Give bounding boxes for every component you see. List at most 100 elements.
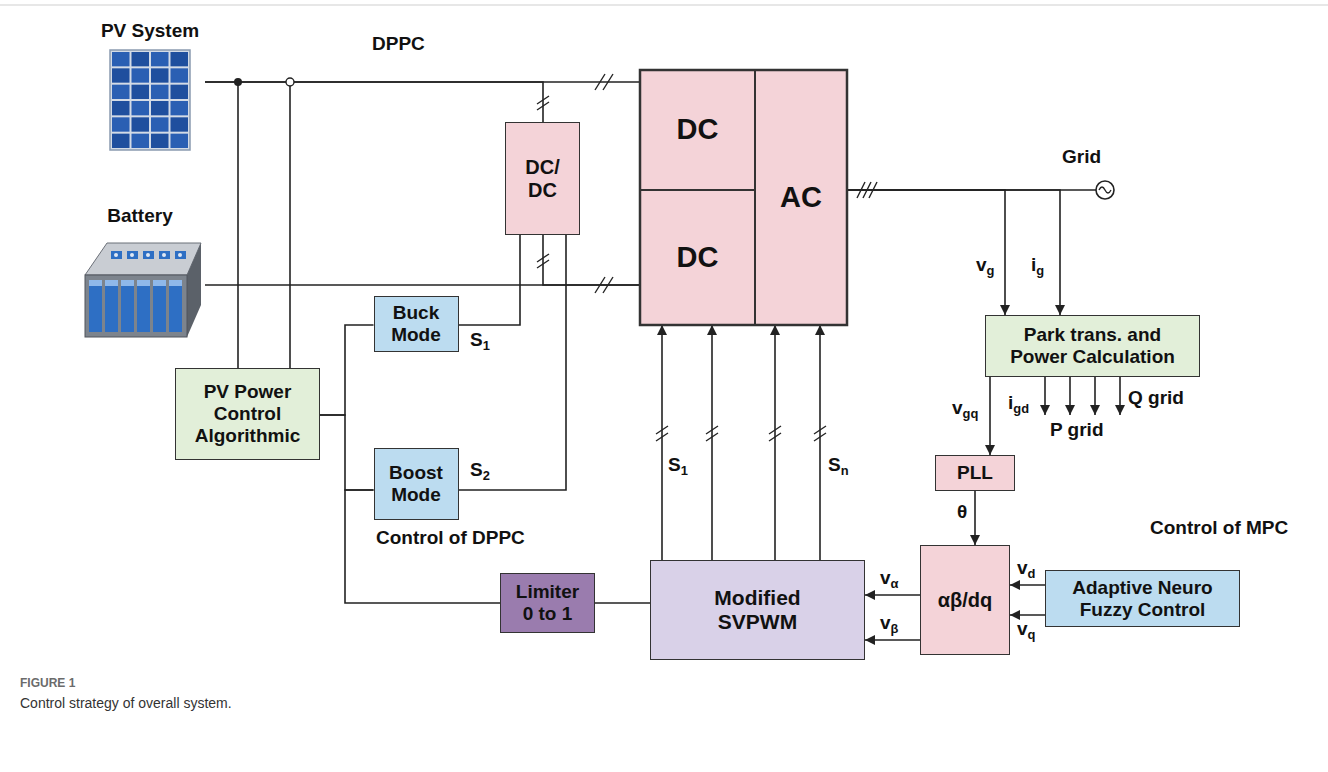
node-text: Park trans. and Power Calculation — [1000, 324, 1185, 368]
connector — [847, 190, 1060, 315]
panel-cell — [151, 68, 169, 82]
panel-frame — [110, 50, 190, 150]
panel-cell — [151, 52, 169, 66]
top-rule — [0, 5, 1328, 6]
connector — [459, 235, 521, 325]
signal-label: vd — [1017, 558, 1035, 579]
connector — [847, 190, 1005, 315]
connector — [661, 325, 663, 560]
controller-box: Adaptive Neuro Fuzzy Control — [1045, 570, 1240, 627]
panel-cell — [151, 117, 169, 131]
ac-source-symbol — [1096, 181, 1114, 199]
panel-cell — [132, 68, 150, 82]
battery-cell-cap — [121, 280, 134, 286]
pv-array: PV System — [95, 20, 205, 152]
connector — [1010, 584, 1045, 586]
battery-top-cell — [159, 251, 170, 259]
process-box: PV Power Control Algorithmic — [175, 368, 320, 460]
subscript: gd — [1013, 401, 1029, 416]
converter-port: DC — [640, 190, 755, 325]
node-text: Boost Mode — [380, 462, 452, 506]
subscript: g — [1036, 263, 1044, 278]
battery-cell-cap — [105, 280, 118, 286]
connector — [320, 325, 374, 415]
mode-box: Boost Mode — [374, 448, 459, 520]
node-text: DC — [677, 241, 719, 274]
battery-cell-cap — [153, 280, 166, 286]
node-text: DC — [677, 113, 719, 146]
connector — [237, 82, 239, 368]
battery-top-cell — [175, 251, 186, 259]
output-arrow — [1044, 377, 1046, 415]
grid-source: Grid — [1062, 146, 1126, 204]
node-text: Modified SVPWM — [688, 586, 828, 634]
panel-cell — [132, 52, 150, 66]
panel-cell — [112, 85, 130, 99]
junction-open — [286, 78, 294, 86]
panel-cell — [171, 52, 189, 66]
battery-terminal — [178, 253, 182, 257]
modulator-box: Modified SVPWM — [650, 560, 865, 660]
transform-box: αβ/dq — [920, 545, 1010, 655]
node-label: Battery — [75, 205, 205, 227]
signal-label: θ — [957, 502, 967, 523]
connector — [543, 235, 640, 285]
signal-label: S2 — [470, 460, 490, 481]
signal-label: S1 — [668, 455, 688, 476]
battery-top — [85, 243, 201, 275]
sine-symbol — [1099, 187, 1111, 193]
annotation-label: P grid — [1050, 420, 1104, 441]
signal-label: vgq — [952, 398, 978, 419]
subscript: 1 — [681, 463, 688, 478]
panel-cell — [112, 134, 130, 148]
node-text: DC/DC — [520, 156, 565, 202]
panel-cell — [171, 68, 189, 82]
annotation-label: Q grid — [1128, 388, 1184, 409]
panel-cell — [112, 68, 130, 82]
process-box: Park trans. and Power Calculation — [985, 315, 1200, 377]
connector — [774, 325, 776, 560]
signal-label: vβ — [880, 613, 898, 634]
signal-label: S1 — [470, 330, 490, 351]
node-text: AC — [780, 181, 822, 214]
battery-terminal — [130, 253, 134, 257]
node-text: Buck Mode — [380, 302, 452, 346]
connector — [289, 82, 291, 368]
output-arrow — [1069, 377, 1071, 415]
signal-label: ig — [1031, 255, 1044, 276]
panel-cell — [171, 101, 189, 115]
converter-port: DC — [640, 70, 755, 190]
subscript: gq — [963, 406, 979, 421]
annotation-label: Control of MPC — [1150, 518, 1288, 539]
panel-cell — [112, 52, 130, 66]
subscript: g — [987, 263, 995, 278]
battery-bank: Battery — [75, 205, 205, 345]
subscript: d — [1028, 566, 1036, 581]
battery-front — [85, 275, 187, 337]
connector — [865, 594, 920, 596]
battery-cell-cap — [169, 280, 182, 286]
battery-cell — [105, 280, 118, 332]
connector — [989, 377, 991, 455]
subscript: α — [891, 576, 899, 591]
battery-top-cell — [143, 251, 154, 259]
node-text: PV Power Control Algorithmic — [183, 381, 313, 447]
converter-port: AC — [755, 70, 847, 325]
limiter-box: Limiter 0 to 1 — [500, 573, 595, 633]
output-arrow — [1094, 377, 1096, 415]
battery-top-cell — [127, 251, 138, 259]
connector — [711, 325, 713, 560]
connector — [320, 415, 374, 490]
subscript: 2 — [483, 468, 490, 483]
battery-terminal — [114, 253, 118, 257]
battery-side — [187, 243, 201, 337]
signal-label: Sn — [828, 455, 849, 476]
panel-cell — [171, 85, 189, 99]
battery-top-cell — [111, 251, 122, 259]
subscript: β — [891, 621, 899, 636]
panel-cell — [132, 117, 150, 131]
battery-cell — [169, 280, 182, 332]
panel-cell — [151, 101, 169, 115]
annotation-label: igd — [1008, 393, 1029, 414]
